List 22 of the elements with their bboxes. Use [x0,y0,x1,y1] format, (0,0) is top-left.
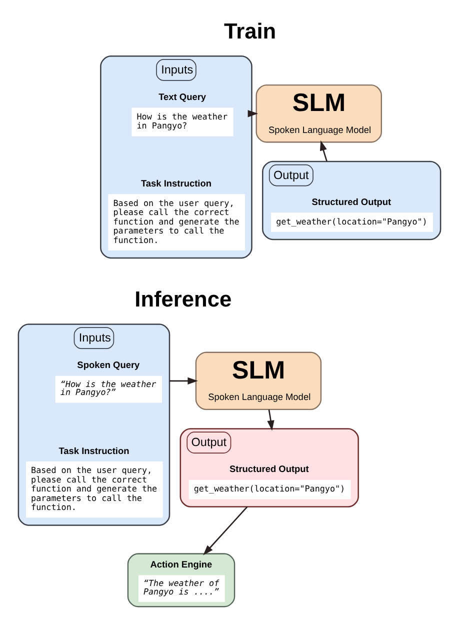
node-box: SLM Spoken Language Model [256,84,382,143]
label: Train [224,18,276,44]
node-label: Text Query [158,92,206,102]
node-label: Spoken Query [77,360,140,370]
node-box: SLM Spoken Language Model [195,352,322,410]
node-box: get_weather(location="Pangyo") [188,480,351,500]
node-label: Structured Output [312,196,392,207]
node-label: Task Instruction [58,446,130,456]
label: Inference [134,286,232,312]
node-label: Structured Output [230,464,309,474]
arrow [170,377,198,384]
node-box: “How is the weather in Pangyo?” [55,376,162,403]
arrow [267,409,274,431]
node-box: Based on the user query, please call the correct function and generate the parameters to call the function. [26,461,163,518]
node-label: Task Instruction [140,178,212,188]
arrow [248,110,258,118]
arrow [203,506,248,556]
node-box: How is the weather in Pangyo? [132,108,234,136]
node-box: get_weather(location="Pangyo") [271,212,433,232]
arrow [320,140,328,162]
node-box: Based on the user query, please call the correct function and generate the parameters to call the function. [108,194,246,250]
node-box: Action Engine “The weather of Pangyo is ....” [127,553,236,608]
